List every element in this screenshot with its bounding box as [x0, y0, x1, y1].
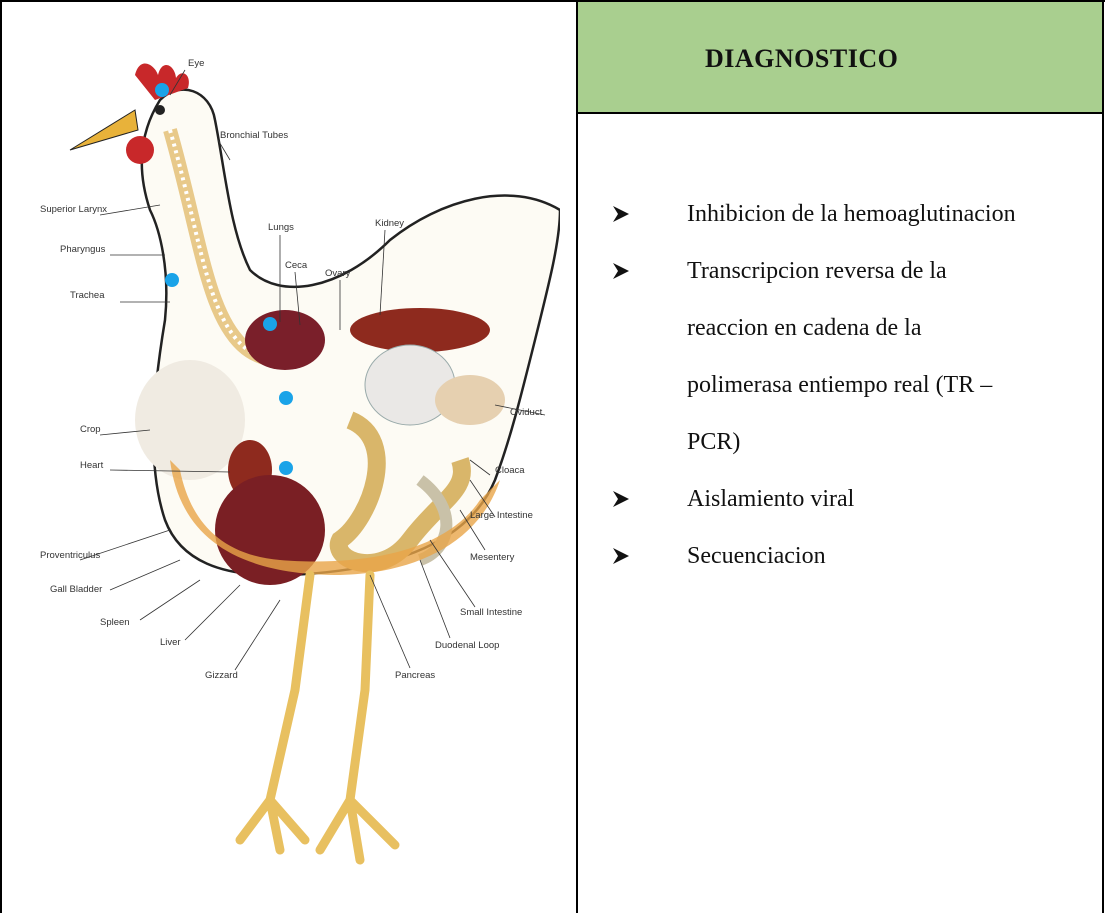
- label-pharyngus: Pharyngus: [60, 244, 106, 255]
- list-item-text: Inhibicion de la hemoaglutinacion: [687, 201, 1016, 227]
- arrow-bullet-icon: [612, 205, 630, 223]
- left-leg: [240, 575, 310, 850]
- arrow-bullet-icon: [612, 262, 630, 280]
- eye-shape: [155, 105, 165, 115]
- label-eye: Eye: [188, 58, 204, 69]
- label-large-intestine: Large Intestine: [470, 510, 533, 521]
- marker-ceca: [279, 391, 293, 405]
- label-cloaca: Cloaca: [495, 465, 525, 476]
- header-divider: [578, 112, 1102, 114]
- marker-trachea: [165, 273, 179, 287]
- list-item: Inhibicion de la hemoaglutinacion: [612, 186, 1100, 243]
- label-small-intestine: Small Intestine: [460, 607, 522, 618]
- list-item-text: Transcripcion reversa de la: [687, 258, 947, 284]
- list-item-continuation: PCR): [612, 414, 1100, 471]
- marker-lungs: [263, 317, 277, 331]
- list-item: Aislamiento viral: [612, 471, 1100, 528]
- diagnostic-list: Inhibicion de la hemoaglutinacion Transc…: [612, 186, 1100, 585]
- list-item-text: polimerasa entiempo real (TR –: [687, 372, 992, 398]
- kidney-shape: [350, 308, 490, 352]
- label-crop: Crop: [80, 424, 101, 435]
- label-proventriculus: Proventriculus: [40, 550, 100, 561]
- label-ceca: Ceca: [285, 260, 308, 271]
- list-item-continuation: reaccion en cadena de la: [612, 300, 1100, 357]
- list-item-text: PCR): [687, 429, 740, 455]
- table-border-right: [1102, 0, 1104, 913]
- wattle-shape: [126, 136, 154, 164]
- list-item-text: reaccion en cadena de la: [687, 315, 922, 341]
- list-item: Secuenciacion: [612, 528, 1100, 585]
- list-item-continuation: polimerasa entiempo real (TR –: [612, 357, 1100, 414]
- arrow-bullet-icon: [612, 547, 630, 565]
- label-ovary: Ovary: [325, 268, 351, 279]
- header-title: DIAGNOSTICO: [705, 44, 898, 74]
- label-spleen: Spleen: [100, 617, 130, 628]
- right-leg: [320, 575, 395, 860]
- label-lungs: Lungs: [268, 222, 294, 233]
- arrow-bullet-icon: [612, 490, 630, 508]
- label-pancreas: Pancreas: [395, 670, 435, 681]
- list-item-text: Secuenciacion: [687, 543, 826, 569]
- label-oviduct: Oviduct: [510, 407, 543, 418]
- crop-shape: [135, 360, 245, 480]
- label-kidney: Kidney: [375, 218, 404, 229]
- marker-eye: [155, 83, 169, 97]
- label-mesentery: Mesentery: [470, 552, 515, 563]
- table-column-divider: [576, 0, 578, 913]
- label-bronchial-tubes: Bronchial Tubes: [220, 130, 288, 141]
- marker-heart: [279, 461, 293, 475]
- label-gall-bladder: Gall Bladder: [50, 584, 102, 595]
- label-heart: Heart: [80, 460, 104, 471]
- oviduct-shape: [435, 375, 505, 425]
- label-liver: Liver: [160, 637, 181, 648]
- chicken-anatomy-illustration: Eye Bronchial Tubes Superior Larynx Phar…: [40, 40, 560, 900]
- lungs-shape: [245, 310, 325, 370]
- table-border-left: [0, 0, 2, 913]
- label-superior-larynx: Superior Larynx: [40, 204, 107, 215]
- list-item: Transcripcion reversa de la: [612, 243, 1100, 300]
- label-gizzard: Gizzard: [205, 670, 238, 681]
- label-trachea: Trachea: [70, 290, 105, 301]
- label-duodenal-loop: Duodenal Loop: [435, 640, 499, 651]
- list-item-text: Aislamiento viral: [687, 486, 854, 512]
